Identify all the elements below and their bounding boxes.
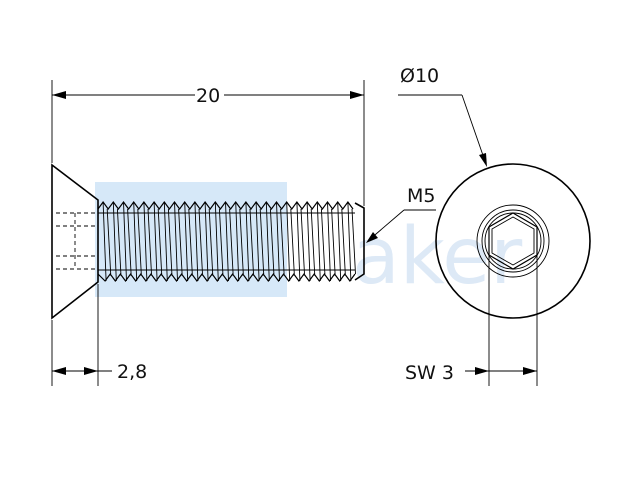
length-label: 20 xyxy=(196,85,220,107)
arrow-head xyxy=(475,367,489,375)
arrow-head xyxy=(52,367,66,375)
socket-size-dimension: SW 3 xyxy=(405,230,538,386)
watermark: aker xyxy=(95,182,523,302)
screw-side-view xyxy=(51,163,365,320)
head-height-dimension: 2,8 xyxy=(51,284,147,386)
thread-flanks xyxy=(102,201,356,282)
leader-line xyxy=(461,94,487,165)
watermark-box xyxy=(95,182,287,297)
hex-socket-inner xyxy=(491,216,535,266)
arrow-head xyxy=(366,232,378,243)
thread xyxy=(97,200,356,283)
socket-inner-circle xyxy=(481,209,545,273)
head-diameter-label: Ø10 xyxy=(400,65,439,87)
arrow-head xyxy=(52,91,66,99)
arrow-head xyxy=(523,367,537,375)
screw-head-outline xyxy=(51,163,99,320)
socket-size-label: SW 3 xyxy=(405,362,454,384)
thread-dimension: M5 xyxy=(366,185,436,243)
screw-tip-outline xyxy=(354,202,365,281)
head-diameter-dimension: Ø10 xyxy=(398,65,487,167)
head-height-label: 2,8 xyxy=(117,361,147,383)
length-dimension: 20 xyxy=(51,80,365,206)
thread-label: M5 xyxy=(407,185,435,207)
arrow-head xyxy=(350,91,364,99)
thread-crest-bottom xyxy=(97,272,356,283)
screw-top-view xyxy=(435,163,591,319)
socket-outer-circle xyxy=(476,204,550,278)
arrow-head xyxy=(479,153,487,167)
hex-socket xyxy=(488,212,538,270)
arrow-head xyxy=(84,367,98,375)
head-circle xyxy=(435,163,591,319)
